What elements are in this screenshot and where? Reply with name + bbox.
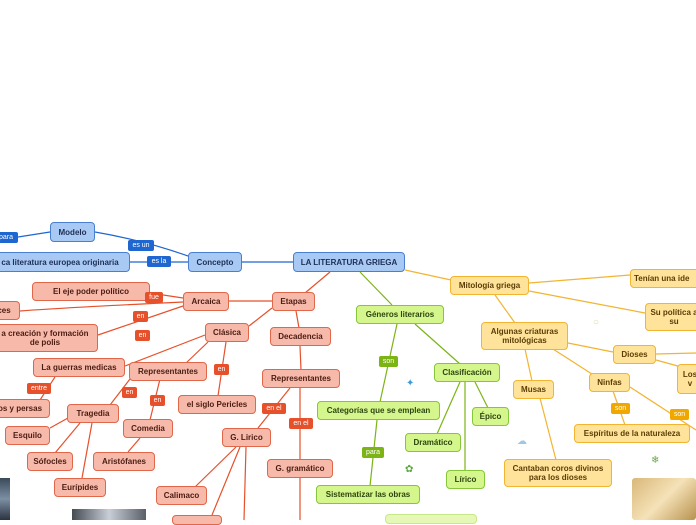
musas-node[interactable]: Musas	[513, 380, 554, 399]
comedia-node[interactable]: Comedia	[123, 419, 173, 438]
root-node[interactable]: LA LITERATURA GRIEGA	[293, 252, 405, 272]
clasificacion-node[interactable]: Clasificación	[434, 363, 500, 382]
euripides-node[interactable]: Eurípides	[54, 478, 106, 497]
label-son-3: son	[670, 409, 689, 420]
originaria-node[interactable]: ca literatura europea originaria	[0, 252, 130, 272]
link-clasica-representantes	[184, 341, 209, 365]
decadencia-node[interactable]: Decadencia	[270, 327, 331, 346]
creacion-node[interactable]: a creación y formación de polis	[0, 324, 98, 352]
etapas-node[interactable]: Etapas	[272, 292, 315, 311]
label-en-4: en	[150, 395, 165, 406]
label-para-top: para	[0, 232, 18, 243]
pericles-node[interactable]: el siglo Pericles	[178, 395, 256, 414]
label-para-2: para	[362, 447, 384, 458]
label-es-un: es un	[128, 240, 154, 251]
politica-node[interactable]: Su política a su	[645, 303, 696, 331]
dioses-node[interactable]: Dioses	[613, 345, 656, 364]
link-criaturas-ninfas	[552, 348, 596, 377]
sistematizar-node[interactable]: Sistematizar las obras	[316, 485, 420, 504]
link-dioses-right	[655, 352, 696, 355]
tenian-node[interactable]: Tenían una ide	[630, 269, 696, 288]
scroll-image	[632, 478, 696, 520]
label-en-3: en	[122, 387, 137, 398]
mitologia-node[interactable]: Mitología griega	[450, 276, 529, 295]
espiritus-node[interactable]: Espíritus de la naturaleza	[574, 424, 690, 443]
link-clasica-guerras	[124, 334, 206, 367]
link-root-mitologia	[404, 269, 452, 281]
poder-node[interactable]: El eje poder político	[32, 282, 150, 301]
tragedia-node[interactable]: Tragedia	[67, 404, 119, 423]
esquilo-node[interactable]: Esquilo	[5, 426, 50, 445]
sofocles-node[interactable]: Sófocles	[27, 452, 73, 471]
greek-statue-image	[0, 478, 10, 520]
concepto-node[interactable]: Concepto	[188, 252, 242, 272]
label-en-el-1: en el	[262, 403, 286, 414]
link-criaturas-dioses	[567, 342, 614, 353]
link-etapas-decadencia	[295, 310, 300, 329]
label-son-1: son	[379, 356, 398, 367]
categorias-node[interactable]: Categorías que se emplean	[317, 401, 440, 420]
modelo-node[interactable]: Modelo	[50, 222, 95, 242]
link-comedia-aristofanes	[127, 437, 141, 453]
calimaco-node[interactable]: Calimaco	[156, 486, 207, 505]
label-son-2: son	[611, 403, 630, 414]
link-root-etapas	[304, 271, 331, 294]
plant-icon: ❄	[651, 455, 660, 466]
clasica-node[interactable]: Clásica	[205, 323, 249, 342]
link-mitologia-politica	[528, 290, 646, 314]
link-glirico-below2	[243, 446, 247, 520]
link-modelo-para	[17, 231, 51, 238]
epico-node[interactable]: Épico	[472, 407, 509, 426]
temple-image	[72, 509, 146, 520]
green-box-partial	[385, 514, 477, 524]
label-en-2: en	[135, 330, 150, 341]
link-clasificacion-dramatico	[436, 381, 461, 435]
guerras-node[interactable]: La guerras medicas	[33, 358, 125, 377]
criaturas-node[interactable]: Algunas criaturas mitológicas	[481, 322, 568, 350]
coros-node[interactable]: Cantaban coros divinos para los dioses	[504, 459, 612, 487]
bird-icon: ✦	[406, 378, 415, 389]
link-tragedia-sofocles	[54, 422, 81, 454]
label-es-la: es la	[147, 256, 171, 267]
leaf-icon: ✿	[405, 464, 414, 475]
dramatico-node[interactable]: Dramático	[405, 433, 461, 452]
link-clasificacion-epico	[474, 381, 489, 409]
link-mitologia-tenian	[528, 274, 631, 284]
generos-node[interactable]: Géneros literarios	[356, 305, 444, 324]
link-arcaica-ces	[19, 301, 184, 312]
los-node[interactable]: Los v	[677, 364, 696, 394]
gdramatico-node[interactable]: G. gramático	[267, 459, 333, 478]
link-etapas-clasica	[248, 307, 273, 327]
link-glirico-below1	[211, 446, 241, 516]
link-musas-coros	[539, 397, 557, 461]
bulb-icon: ○	[593, 317, 600, 328]
link-representantes-tragedia	[109, 378, 131, 406]
label-entre: entre	[27, 383, 51, 394]
representantes1-node[interactable]: Representantes	[129, 362, 207, 381]
link-root-generos	[359, 271, 393, 306]
link-ninfas-right	[629, 386, 696, 431]
label-en-el-2: en el	[289, 418, 313, 429]
link-glirico-calimaco	[194, 446, 237, 488]
ces-node[interactable]: ces	[0, 301, 20, 320]
glirico-node[interactable]: G. Lirico	[222, 428, 271, 447]
aristofanes-node[interactable]: Aristófanes	[93, 452, 155, 471]
link-decadencia-representantes2	[299, 345, 302, 371]
link-generos-clasificacion	[414, 323, 461, 365]
link-mitologia-criaturas	[494, 294, 516, 324]
persas-node[interactable]: os y persas	[0, 399, 50, 418]
link-tragedia-euripides	[81, 422, 93, 479]
arcaica-node[interactable]: Arcaica	[183, 292, 229, 311]
cloud-icon: ☁	[517, 436, 527, 447]
link-criaturas-musas	[524, 348, 533, 382]
lirico-node[interactable]: Lírico	[446, 470, 485, 489]
link-tragedia-esquilo	[49, 417, 69, 429]
partial-red-node[interactable]	[172, 515, 222, 525]
representantes2-node[interactable]: Representantes	[262, 369, 340, 388]
label-fue: fue	[145, 292, 163, 303]
label-en-5: en	[214, 364, 229, 375]
ninfas-node[interactable]: Ninfas	[589, 373, 630, 392]
label-en-1: en	[133, 311, 148, 322]
